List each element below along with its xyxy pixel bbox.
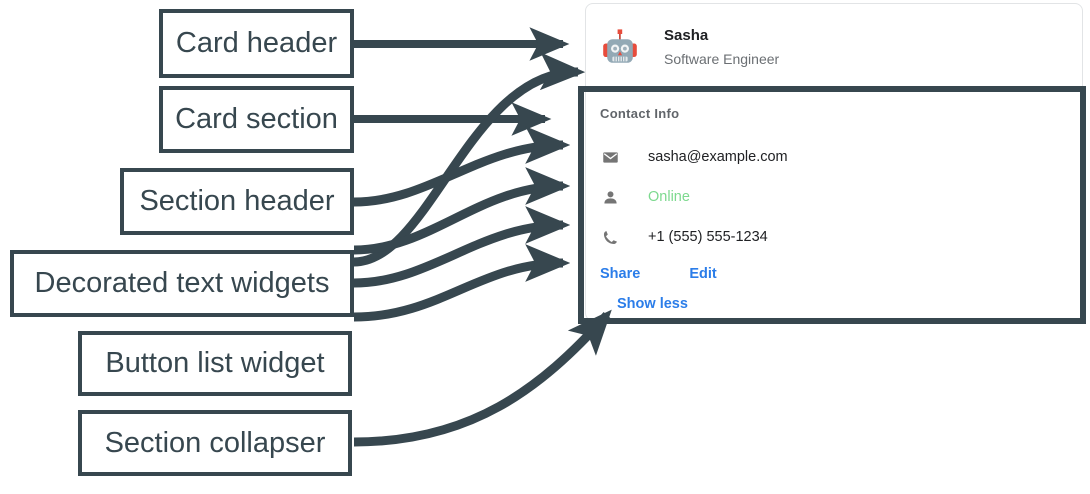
card-header: Sasha Software Engineer: [586, 4, 1082, 92]
show-less-button[interactable]: Show less: [617, 296, 688, 312]
callout-decorated-text-widgets: Decorated text widgets: [10, 250, 354, 317]
card-section: Contact Info sasha@example.com Online: [586, 92, 1082, 319]
arrow-section-header: [353, 126, 571, 207]
decorated-text-widget-status[interactable]: Online: [586, 177, 1082, 217]
callout-label: Section header: [139, 185, 335, 217]
button-list-widget: Share Edit: [586, 259, 1082, 289]
robot-avatar-icon: [599, 27, 641, 69]
edit-button[interactable]: Edit: [689, 266, 717, 282]
decorated-text-label-phone: +1 (555) 555-1234: [648, 229, 768, 245]
decorated-text-widget-phone[interactable]: +1 (555) 555-1234: [586, 217, 1082, 257]
share-button[interactable]: Share: [600, 266, 641, 282]
card-subtitle: Software Engineer: [664, 51, 780, 68]
callout-label: Section collapser: [104, 426, 326, 459]
callout-card-header: Card header: [159, 9, 354, 78]
card-header-texts: Sasha Software Engineer: [664, 27, 779, 68]
person-icon: [600, 187, 620, 207]
decorated-text-widget-email[interactable]: sasha@example.com: [586, 137, 1082, 177]
arrow-button-list: [353, 244, 571, 322]
profile-card: Sasha Software Engineer Contact Info sas…: [585, 3, 1083, 321]
callout-label: Card header: [175, 27, 338, 59]
callout-section-collapser: Section collapser: [78, 410, 352, 476]
section-collapser[interactable]: Show less: [586, 289, 1082, 319]
phone-icon: [600, 227, 620, 247]
arrow-card-section-curve: [353, 52, 586, 267]
card-title: Sasha: [664, 27, 709, 45]
decorated-text-label: sasha@example.com: [648, 149, 788, 165]
email-icon: [600, 147, 620, 167]
callout-label: Decorated text widgets: [34, 267, 330, 299]
decorated-text-label-status: Online: [648, 189, 690, 205]
callout-label: Card section: [175, 103, 338, 135]
arrow-decorated-text-2: [353, 206, 571, 288]
arrow-section-collapser: [353, 309, 612, 447]
section-header: Contact Info: [600, 106, 680, 121]
callout-button-list-widget: Button list widget: [78, 331, 352, 396]
callout-section-header: Section header: [120, 168, 354, 235]
arrow-decorated-text-1: [353, 167, 571, 255]
callout-label: Button list widget: [105, 347, 325, 379]
callout-card-section: Card section: [159, 86, 354, 153]
